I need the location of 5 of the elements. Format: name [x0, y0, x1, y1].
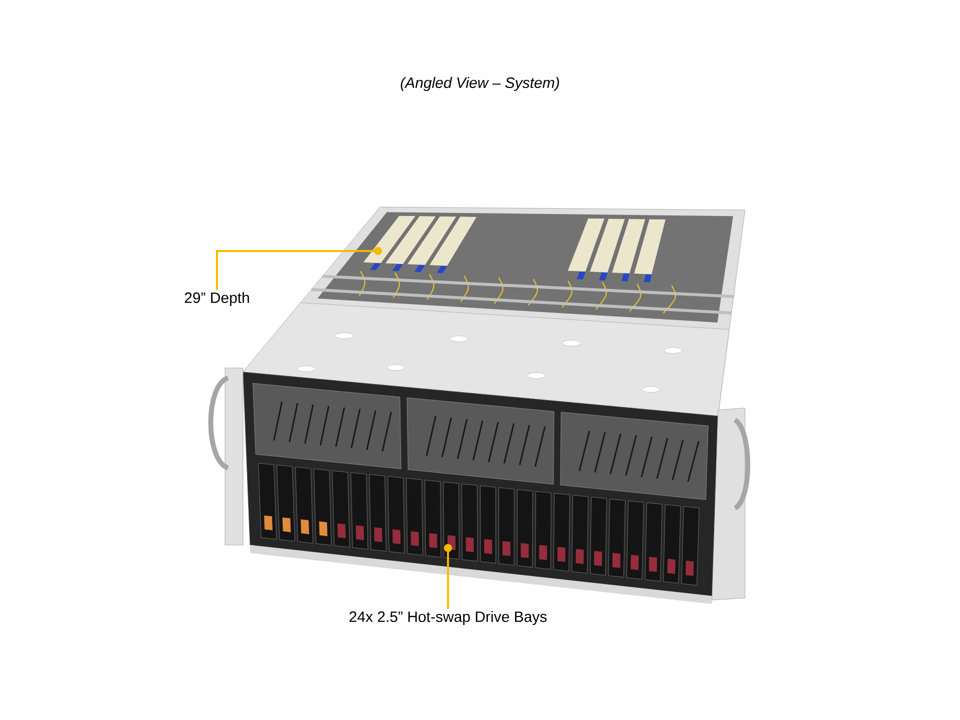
callout-label: 29” Depth — [184, 292, 249, 306]
callout-label: 24x 2.5” Hot-swap Drive Bays — [350, 611, 547, 625]
leader-line — [216, 247, 382, 290]
leader-line — [444, 544, 452, 609]
view-title: (Angled View – System) — [400, 77, 559, 91]
